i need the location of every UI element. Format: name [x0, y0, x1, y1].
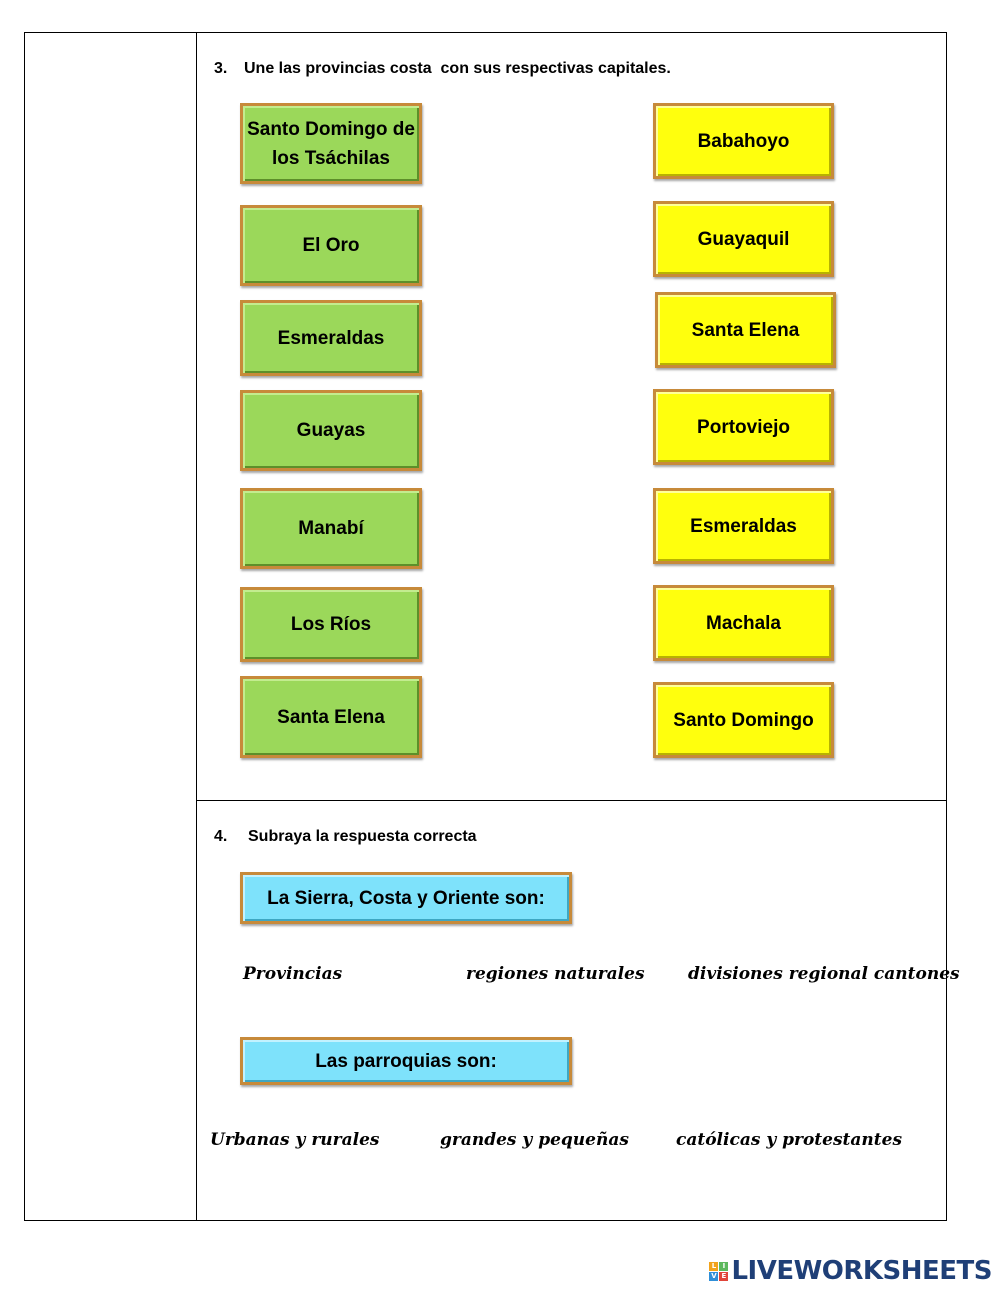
section3-heading: 3. Une las provincias costa con sus respe… — [214, 60, 671, 78]
province-box-4[interactable]: Guayas — [240, 390, 422, 471]
q1-option-3[interactable]: divisiones regional cantones — [688, 964, 960, 984]
province-box-1[interactable]: Santo Domingo de los Tsáchilas — [240, 103, 422, 184]
q2-option-3[interactable]: católicas y protestantes — [676, 1130, 903, 1150]
brand-name: LIVEWORKSHEETS — [731, 1256, 992, 1286]
q1-option-2[interactable]: regiones naturales — [466, 964, 645, 984]
left-column-divider — [196, 32, 197, 1221]
logo-letter-i: I — [719, 1261, 729, 1271]
section3-instruction: Une las provincias costa con sus respect… — [244, 60, 671, 77]
capital-box-2[interactable]: Guayaquil — [653, 201, 834, 277]
province-box-7[interactable]: Santa Elena — [240, 676, 422, 758]
section4-heading: 4. Subraya la respuesta correcta — [214, 828, 477, 846]
capital-box-6[interactable]: Machala — [653, 585, 834, 661]
logo-letter-v: V — [709, 1271, 719, 1281]
question1-box: La Sierra, Costa y Oriente son: — [240, 872, 572, 924]
capital-box-4[interactable]: Portoviejo — [653, 389, 834, 465]
liveworksheets-logo[interactable]: L I V E LIVEWORKSHEETS — [709, 1256, 992, 1286]
question2-box: Las parroquias son: — [240, 1037, 572, 1085]
province-box-2[interactable]: El Oro — [240, 205, 422, 286]
logo-letter-e: E — [719, 1271, 729, 1281]
section-divider — [196, 800, 947, 801]
province-box-6[interactable]: Los Ríos — [240, 587, 422, 662]
province-box-5[interactable]: Manabí — [240, 488, 422, 569]
capital-box-1[interactable]: Babahoyo — [653, 103, 834, 179]
capital-box-5[interactable]: Esmeraldas — [653, 488, 834, 564]
q1-option-1[interactable]: Provincias — [243, 964, 343, 984]
logo-mark-icon: L I V E — [709, 1261, 729, 1281]
worksheet-frame — [24, 32, 947, 1221]
section4-number: 4. — [214, 828, 228, 845]
province-box-3[interactable]: Esmeraldas — [240, 300, 422, 376]
section3-number: 3. — [214, 60, 228, 77]
q2-option-2[interactable]: grandes y pequeñas — [440, 1130, 629, 1150]
capital-box-7[interactable]: Santo Domingo — [653, 682, 834, 758]
q2-option-1[interactable]: Urbanas y rurales — [210, 1130, 380, 1150]
logo-letter-l: L — [709, 1261, 719, 1271]
section4-instruction: Subraya la respuesta correcta — [248, 828, 477, 845]
capital-box-3[interactable]: Santa Elena — [655, 292, 836, 368]
